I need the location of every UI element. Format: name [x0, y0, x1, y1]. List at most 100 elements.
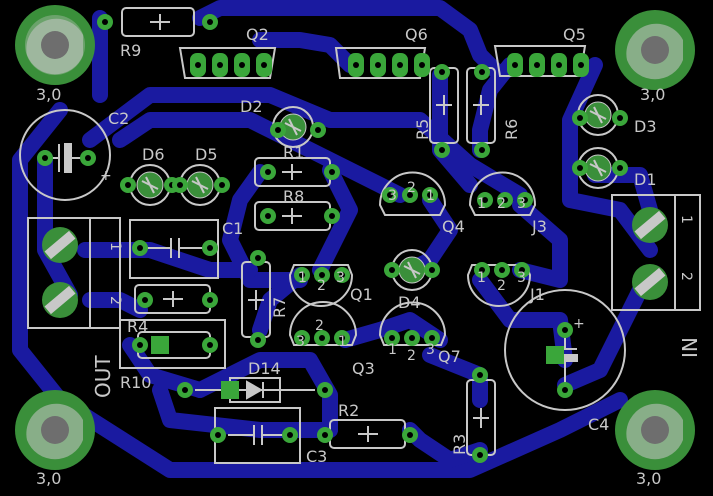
mount-hole-top-left	[15, 5, 95, 85]
trace-d1-link	[587, 167, 658, 218]
label-r2: R2	[338, 401, 359, 420]
c2-outline	[19, 109, 111, 201]
out-connector-outline	[27, 217, 121, 329]
trace-d14-r2	[192, 352, 338, 438]
trace-top-bus	[192, 0, 508, 83]
trace-q5-r6	[472, 57, 518, 158]
pad-hole	[562, 327, 568, 333]
label-r3: R3	[450, 434, 469, 455]
q7-pin3: 3	[426, 342, 435, 358]
label-d6: D6	[142, 145, 165, 164]
trace-j1-c4	[472, 272, 573, 368]
pad-hole	[142, 297, 148, 303]
r10-outline	[119, 319, 226, 369]
pad-hole	[299, 272, 305, 278]
pad-hole	[319, 335, 325, 341]
pad-hole	[329, 169, 335, 175]
q1-pin2: 2	[317, 278, 326, 294]
pad-hole	[287, 432, 293, 438]
pad-hole	[512, 62, 518, 68]
j3-pin2: 2	[497, 196, 506, 212]
pad-hole	[217, 62, 223, 68]
terminal-screws	[42, 207, 668, 318]
label-out: OUT	[91, 355, 115, 398]
pad-hole	[339, 335, 345, 341]
pad-hole	[407, 432, 413, 438]
pad-hole	[479, 267, 485, 273]
label-q7: Q7	[438, 347, 461, 366]
label-r5: R5	[413, 119, 432, 140]
pad-hole	[519, 267, 525, 273]
q4-outline	[378, 171, 447, 216]
pad-hole	[439, 147, 445, 153]
pad-hole	[556, 62, 562, 68]
pad-hole	[577, 165, 583, 171]
pad-hole	[265, 169, 271, 175]
q4-pin2: 2	[407, 180, 416, 196]
trace-outer-loop	[12, 102, 628, 478]
pad-hole	[477, 452, 483, 458]
label-c1: C1	[222, 219, 243, 238]
in-pin2: 2	[678, 272, 694, 281]
pad-hole	[397, 62, 403, 68]
pad-hole	[182, 387, 188, 393]
pad-hole	[389, 335, 395, 341]
label-q6: Q6	[405, 25, 428, 44]
pad-hole	[137, 245, 143, 251]
pad-hole	[439, 69, 445, 75]
label-c2: C2	[108, 109, 129, 128]
pad-hole	[429, 267, 435, 273]
pad-hole	[275, 127, 281, 133]
q6-outline	[334, 47, 427, 79]
q7-pin2: 2	[407, 348, 416, 364]
pad-hole	[419, 62, 425, 68]
label-j1: J1	[529, 285, 545, 304]
j3-outline	[468, 171, 537, 216]
trace-j3-j1	[512, 197, 568, 288]
trace-top-ground	[82, 87, 528, 203]
mount-label-bottom-left: 3,0	[36, 469, 61, 488]
pad-hole	[353, 62, 359, 68]
label-q3: Q3	[352, 359, 375, 378]
pad-hole	[375, 62, 381, 68]
pad-hole	[319, 272, 325, 278]
pad-hole	[207, 19, 213, 25]
pad-hole	[502, 197, 508, 203]
pad-hole	[339, 272, 345, 278]
pad-hole	[315, 127, 321, 133]
mount-label-top-right: 3,0	[640, 85, 665, 104]
q3-pin2: 2	[315, 318, 324, 334]
label-d4: D4	[398, 293, 421, 312]
pad-hole	[207, 342, 213, 348]
q4-pin1: 1	[426, 188, 435, 204]
pad-hole	[85, 155, 91, 161]
pad-hole	[322, 387, 328, 393]
mount-label-bottom-right: 3,0	[636, 469, 661, 488]
trace-right-ground	[562, 57, 658, 258]
silkscreen-outlines	[19, 7, 701, 464]
j1-outline	[466, 264, 532, 307]
pad-hole	[265, 213, 271, 219]
pad-hole	[215, 432, 221, 438]
in-pin1: 1	[678, 215, 694, 224]
pad-hole	[577, 115, 583, 121]
c2-plus: +	[100, 168, 112, 184]
pad-hole	[479, 147, 485, 153]
capacitor-symbols	[40, 143, 578, 445]
pad-hole	[389, 267, 395, 273]
label-r8: R8	[283, 187, 304, 206]
out-pin1: 1	[107, 242, 123, 251]
pad-hole	[219, 182, 225, 188]
label-c4: C4	[588, 415, 609, 434]
mount-hole-top-right	[615, 10, 695, 90]
pad-hole	[239, 62, 245, 68]
label-in: IN	[678, 337, 702, 358]
trace-q6-q5	[252, 32, 358, 73]
led-d1	[577, 147, 619, 189]
pad-hole	[617, 115, 623, 121]
pads	[37, 14, 628, 463]
q1-outline	[288, 264, 354, 307]
j1-pin2: 2	[497, 278, 506, 294]
c1-outline	[129, 219, 219, 279]
